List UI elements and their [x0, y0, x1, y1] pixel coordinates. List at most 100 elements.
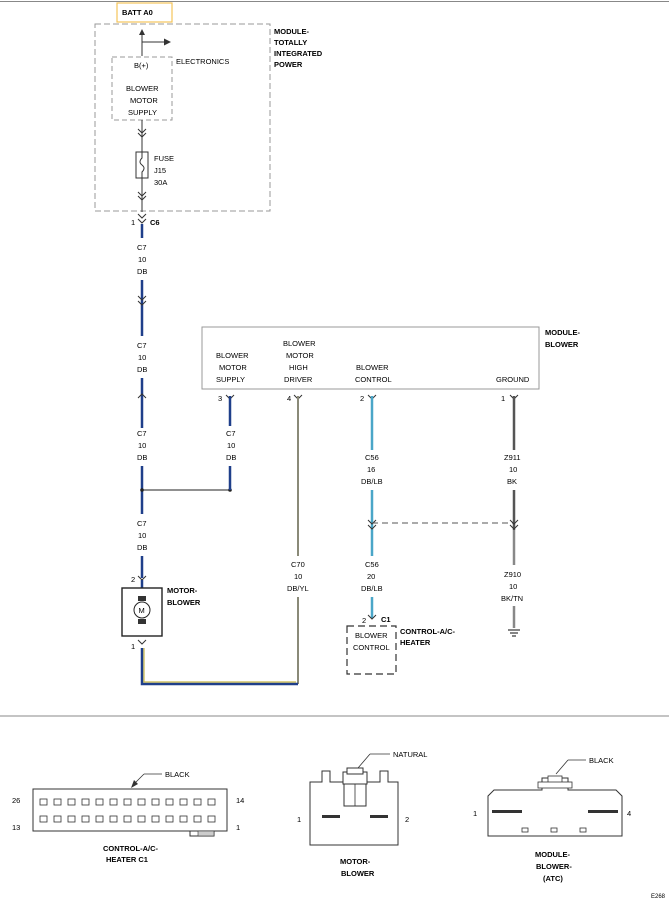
connector-cavity [193, 798, 202, 806]
motor-symbol: M [139, 606, 145, 615]
batt-label: BATT A0 [122, 8, 153, 17]
module-blower-name: MODULE- [545, 328, 580, 337]
pin-label: MOTOR [286, 351, 314, 360]
wire-c7-gauge: 10 [227, 441, 235, 450]
fuse-id: J15 [154, 166, 166, 175]
chevron-down-icon [509, 519, 519, 530]
supply-label: SUPPLY [128, 108, 157, 117]
c1-name: CONTROL-A/C- [103, 844, 158, 853]
connector-cavity [137, 798, 146, 806]
c6-name: C6 [150, 218, 160, 227]
connector-cavity [123, 798, 132, 806]
c1-pin-label: 14 [236, 796, 244, 805]
pin-label: BLOWER [356, 363, 389, 372]
wire-c7-gauge: 10 [138, 531, 146, 540]
connector-cavity [95, 798, 104, 806]
module-conn-pin: 4 [627, 809, 631, 818]
heater-pin: 2 [362, 616, 366, 625]
motor-pin-bottom: 1 [131, 642, 135, 651]
wire-c56-circuit: C56 [365, 560, 379, 569]
wire-c7-circuit: C7 [137, 519, 147, 528]
wire-c7-circuit: C7 [226, 429, 236, 438]
pin-label: SUPPLY [216, 375, 245, 384]
connector-cavity [67, 798, 76, 806]
wire-c7-color: DB [226, 453, 236, 462]
c1-color: BLACK [165, 770, 190, 779]
wire-c70-circuit: C70 [291, 560, 305, 569]
module-conn-name: MODULE- [535, 850, 570, 859]
wire-c7-color: DB [137, 453, 147, 462]
connector-cavity [95, 815, 104, 823]
tip-module-name: POWER [274, 60, 303, 69]
connector-cavity [151, 798, 160, 806]
wire-z910-color: BK/TN [501, 594, 523, 603]
wire-z910-circuit: Z910 [504, 570, 521, 579]
ground-icon [508, 629, 520, 637]
connector-c1 [32, 788, 228, 837]
pin-number: 4 [287, 394, 291, 403]
wire-z911-color: BK [507, 477, 517, 486]
wire-c7-color: DB [137, 543, 147, 552]
c1-pin-label: 26 [12, 796, 20, 805]
chevron-down-icon [137, 128, 147, 138]
motor-conn-pin: 2 [405, 815, 409, 824]
pin-number: 3 [218, 394, 222, 403]
wire-c7-gauge: 10 [138, 353, 146, 362]
bplus-label: B(+) [134, 61, 149, 70]
connector-motor-blower [309, 767, 399, 846]
module-conn-pin: 1 [473, 809, 477, 818]
wire-z911-gauge: 10 [509, 465, 517, 474]
pin-label: HIGH [289, 363, 308, 372]
pin-number: 2 [360, 394, 364, 403]
wire-c56-color: DB/LB [361, 584, 383, 593]
connector-cavity [179, 815, 188, 823]
connector-cavity [179, 798, 188, 806]
batt-label-box [116, 2, 173, 23]
wire-c56-circuit: C56 [365, 453, 379, 462]
chevron-down-icon [137, 213, 147, 224]
fuse-amps: 30A [154, 178, 167, 187]
wire-c56-color: DB/LB [361, 477, 383, 486]
connector-module-blower [487, 775, 623, 837]
motor-pin-top: 2 [131, 575, 135, 584]
splice-dot [140, 488, 144, 492]
motor-brush-bottom [138, 619, 146, 624]
callout-arrow [131, 780, 138, 788]
motor-icon [133, 601, 151, 619]
connector-cavity [39, 815, 48, 823]
electronics-arrow [164, 38, 171, 46]
fuse-element [139, 152, 145, 178]
tip-module-name: INTEGRATED [274, 49, 323, 58]
feed-arrow-up [139, 29, 145, 35]
wire-z910-gauge: 10 [509, 582, 517, 591]
chevron-down-icon [367, 614, 377, 620]
motor-name: MOTOR- [167, 586, 198, 595]
motor-brush-top [138, 596, 146, 601]
chevron-down-icon [137, 295, 147, 306]
connector-cavity [109, 798, 118, 806]
connector-cavity [137, 815, 146, 823]
motor-conn-name: MOTOR- [340, 857, 371, 866]
c1-name: HEATER C1 [106, 855, 148, 864]
wire-c7-color: DB [137, 267, 147, 276]
connector-cavity [39, 798, 48, 806]
chevron-down-icon [367, 519, 377, 530]
connector-cavity [165, 815, 174, 823]
wire-c70-return-dark [140, 648, 298, 686]
module-blower-name: BLOWER [545, 340, 579, 349]
supply-label: MOTOR [130, 96, 158, 105]
motor-conn-name: BLOWER [341, 869, 375, 878]
connector-cavity [53, 798, 62, 806]
heater-box [346, 625, 397, 675]
pin-label: MOTOR [219, 363, 247, 372]
pin-label: DRIVER [284, 375, 313, 384]
connector-cavity [207, 798, 216, 806]
motor-conn-pin: 1 [297, 815, 301, 824]
supply-label: BLOWER [126, 84, 159, 93]
connector-cavity [165, 798, 174, 806]
fuse-label: FUSE [154, 154, 174, 163]
motor-name: BLOWER [167, 598, 201, 607]
module-blower-box [201, 326, 540, 390]
connector-cavity [81, 815, 90, 823]
